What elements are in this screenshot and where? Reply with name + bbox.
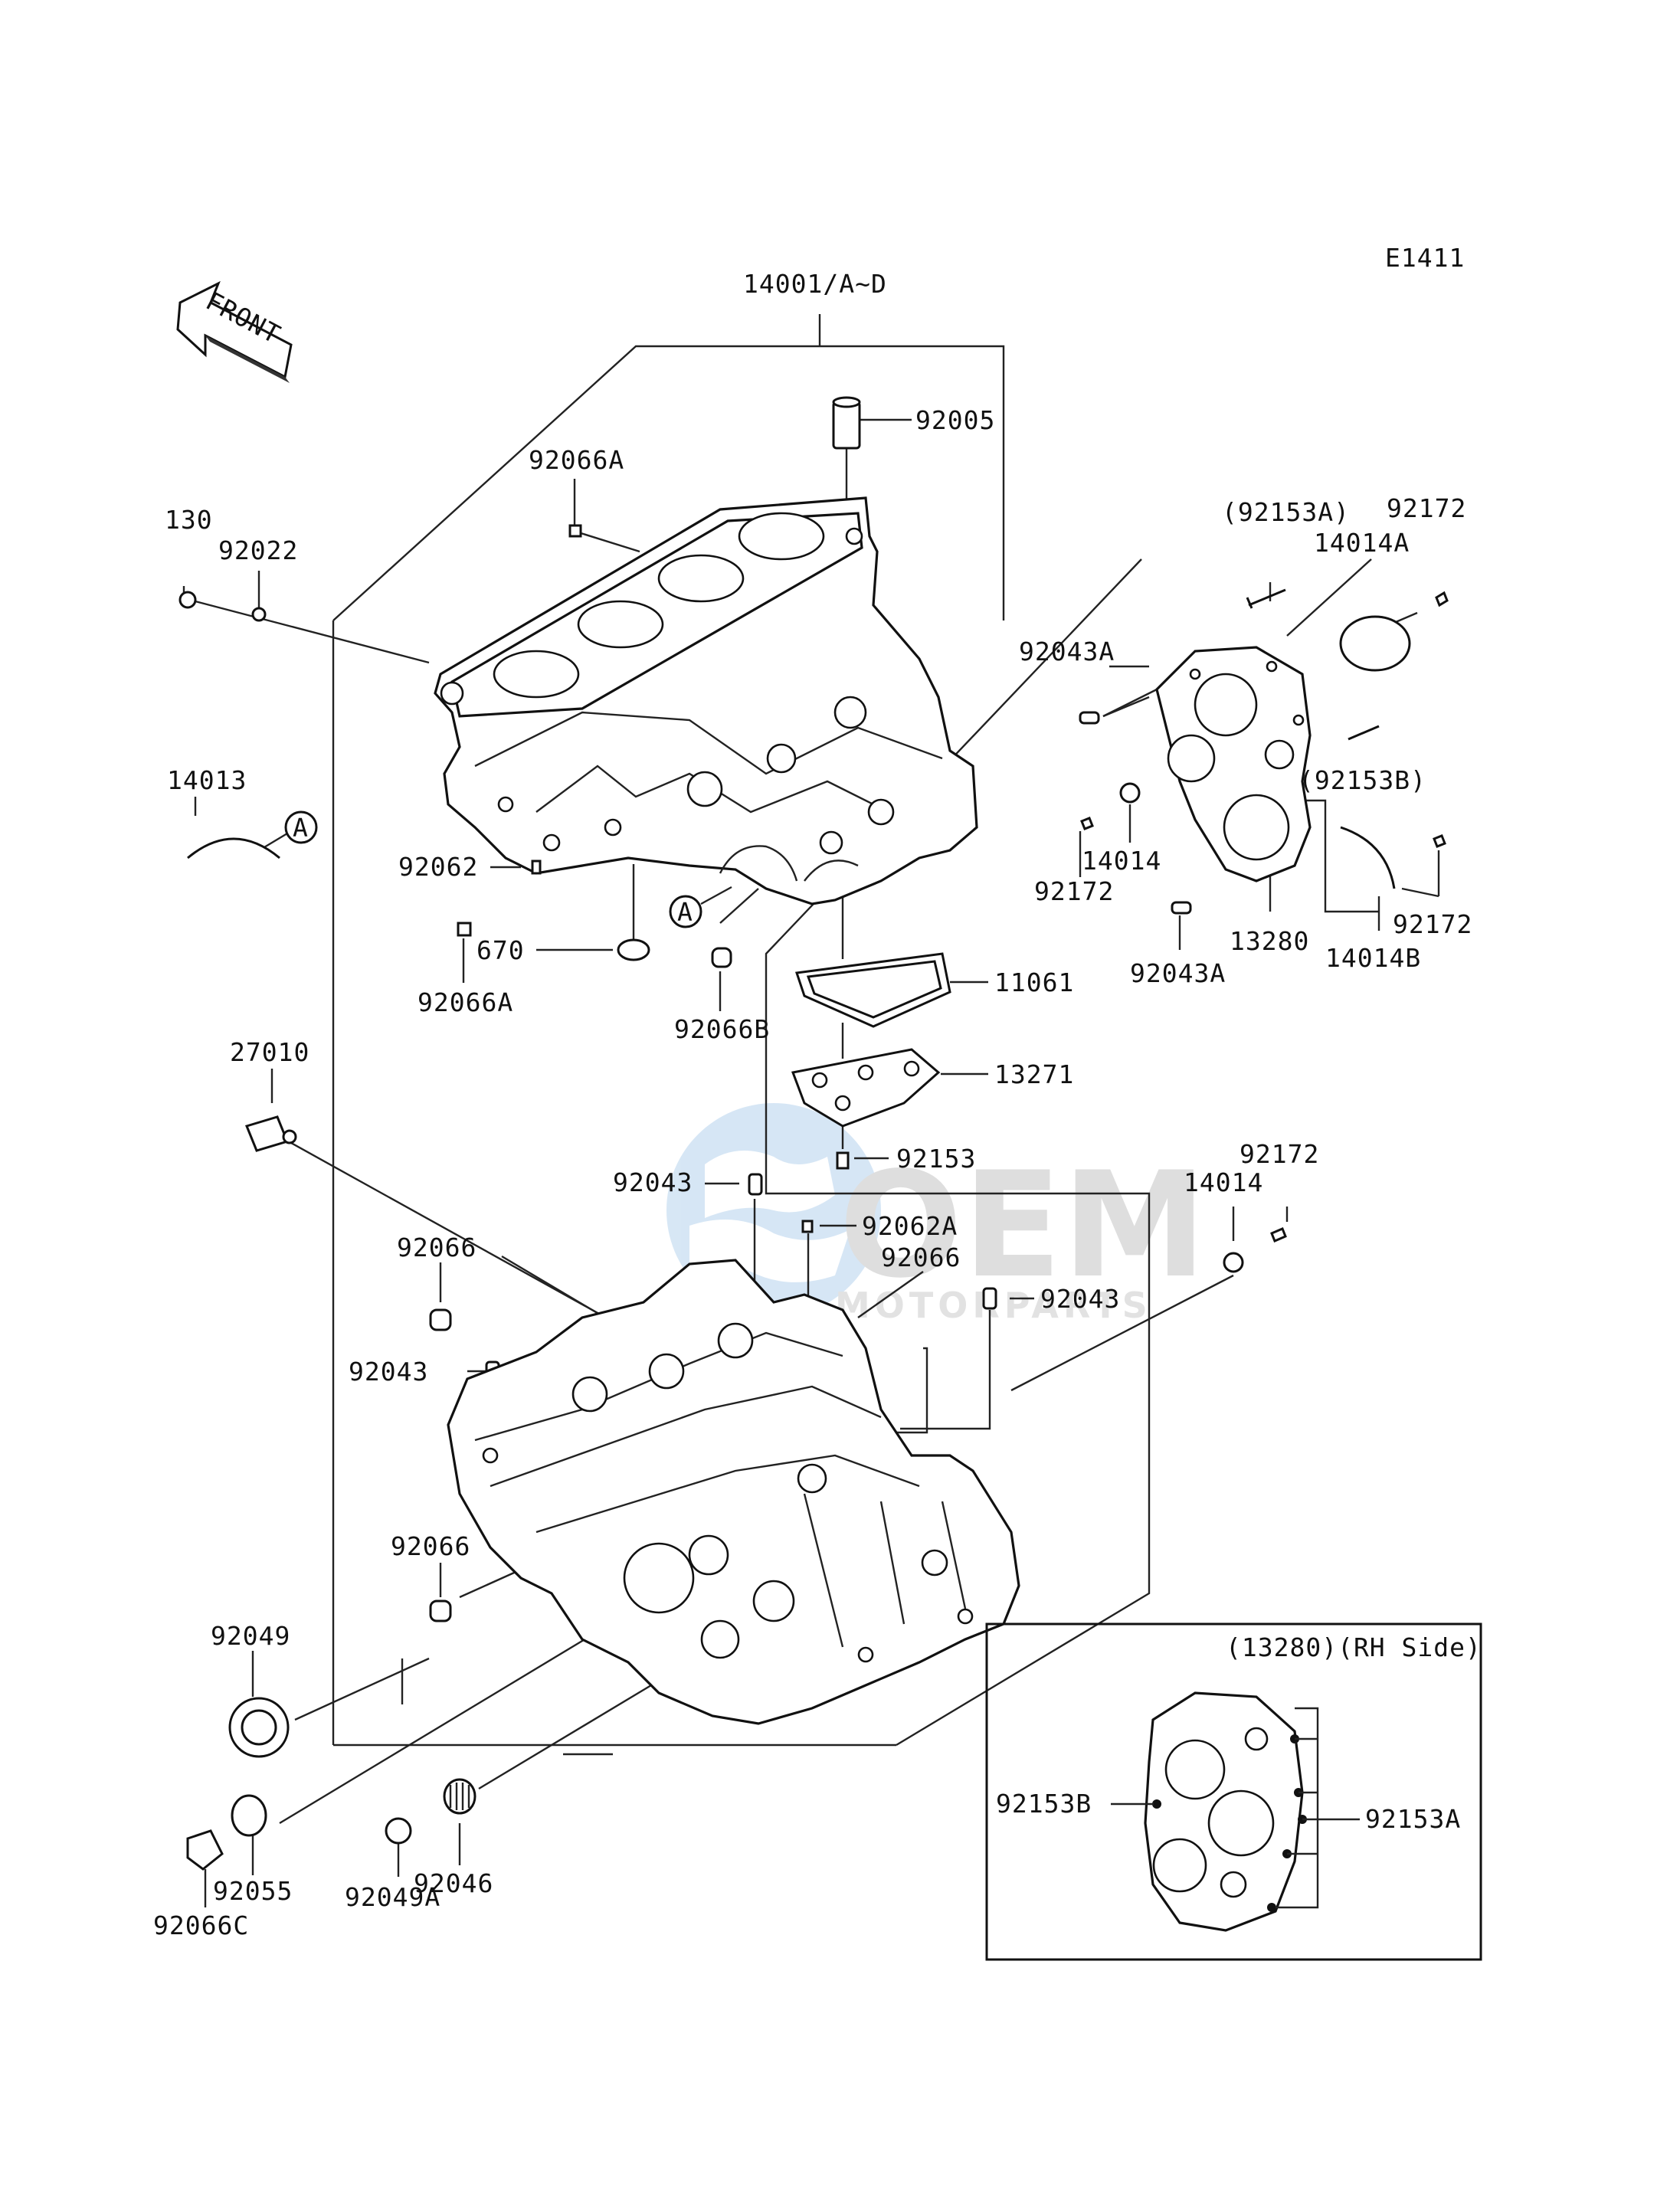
circle-a-left-label: A [293,813,309,843]
label-13271: 13271 [994,1059,1074,1089]
label-92172-top: 92172 [1387,493,1466,523]
label-92153a-paren: (92153A) [1222,497,1350,527]
label-92022: 92022 [218,535,298,565]
label-14013: 14013 [167,765,247,795]
label-14014a: 14014A [1314,528,1410,558]
label-92153: 92153 [896,1144,976,1174]
inset-label-92153a: 92153A [1365,1804,1461,1834]
label-92049a: 92049A [345,1882,440,1912]
rh-side-inset: (13280)(RH Side) 92153B 92153A [985,1622,1482,1961]
label-92043a-low: 92043A [1130,958,1226,988]
label-130: 130 [165,505,213,535]
upper-small-parts: A A [178,396,951,1170]
front-arrow-icon: FRONT [176,280,293,383]
label-92062: 92062 [398,852,478,882]
label-14014b: 14014B [1325,943,1421,973]
label-92066-mid: 92066 [881,1243,961,1272]
label-670: 670 [476,935,525,965]
label-92066-bottom: 92066 [391,1531,470,1561]
label-92043a-top: 92043A [1019,637,1115,666]
label-14001: 14001/A~D [743,269,887,299]
label-14014-low: 14014 [1184,1167,1263,1197]
label-27010: 27010 [230,1037,309,1067]
label-92043-right: 92043 [1040,1284,1120,1314]
label-92066b: 92066B [674,1014,770,1044]
label-92172-left: 92172 [1034,876,1114,906]
label-92153b-paren: (92153B) [1298,765,1426,795]
inset-label-92153b: 92153B [996,1789,1092,1819]
label-92046: 92046 [414,1868,493,1898]
label-92172-right: 92172 [1393,909,1472,939]
label-92066a-top: 92066A [529,445,624,475]
label-14014-cover: 14014 [1082,846,1161,876]
label-92055: 92055 [213,1876,293,1906]
inset-title: (13280)(RH Side) [1226,1632,1482,1662]
label-92066-left: 92066 [397,1233,476,1262]
circle-a-mid-label: A [677,897,693,927]
label-11061: 11061 [994,968,1074,997]
label-92066c: 92066C [153,1911,249,1940]
lower-crankcase [447,1259,1020,1725]
watermark-main: OEM [839,1141,1207,1310]
label-92005: 92005 [915,405,995,435]
label-92172-low: 92172 [1240,1139,1319,1169]
label-92049: 92049 [211,1621,290,1651]
label-92066a-low: 92066A [418,987,513,1017]
label-92062a: 92062A [862,1211,958,1241]
label-92043-left: 92043 [349,1357,428,1387]
label-92043-mid: 92043 [613,1167,693,1197]
upper-crankcase [434,496,978,905]
rh-side-cover [1079,588,1449,915]
diagram-code: E1411 [1385,243,1465,273]
label-13280: 13280 [1230,926,1309,956]
callout-labels: 14001/A~D 92005 92066A 130 92022 14013 9… [153,269,1472,1940]
